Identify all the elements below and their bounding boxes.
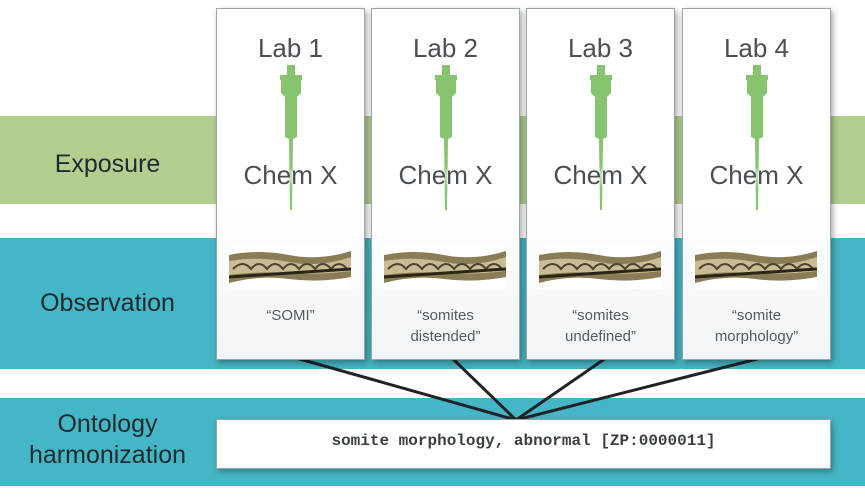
observation-text-value: “SOMI” (266, 307, 315, 324)
pipette-icon (589, 65, 612, 210)
ontology-row-label-text: Ontology harmonization (28, 410, 187, 469)
observation-row-label: Observation (40, 289, 175, 317)
zebrafish-embryo-image (539, 247, 661, 289)
lab-card-3: Lab 3 Chem X “somites undefined” (526, 8, 675, 360)
lab-title: Lab 3 (567, 33, 634, 63)
ontology-term-box: somite morphology, abnormal [ZP:0000011] (216, 419, 831, 469)
observation-text-value: “somite morphology” (714, 307, 799, 345)
lab-title: Lab 2 (412, 33, 479, 63)
ontology-term: somite morphology, abnormal [ZP:0000011] (331, 432, 716, 450)
zebrafish-embryo-image (229, 247, 351, 289)
pipette-icon (434, 65, 457, 210)
ontology-row-label: Ontology harmonization (0, 409, 215, 471)
chemical-label: Chem X (709, 160, 804, 190)
pipette-icon (279, 65, 302, 210)
exposure-row-label: Exposure (54, 150, 161, 178)
observation-text: “somites undefined” (531, 305, 670, 347)
observation-text: “somites distended” (376, 305, 515, 347)
chemical-label: Chem X (553, 160, 648, 190)
zebrafish-embryo-image (384, 247, 506, 289)
observation-text: “SOMI” (221, 305, 360, 326)
lab-title: Lab 1 (257, 33, 324, 63)
lab-card-4: Lab 4 Chem X “somite morphology” (682, 8, 831, 360)
lab-card-2: Lab 2 Chem X “somites distended” (371, 8, 520, 360)
lab-title: Lab 4 (723, 33, 790, 63)
lab-card-1: Lab 1 Chem X “SOMI” (216, 8, 365, 360)
zebrafish-embryo-image (695, 247, 817, 289)
observation-text: “somite morphology” (687, 305, 826, 347)
chemical-label: Chem X (398, 160, 493, 190)
pipette-icon (745, 65, 768, 210)
observation-text-value: “somites undefined” (565, 307, 636, 345)
observation-text-value: “somites distended” (410, 307, 481, 345)
chemical-label: Chem X (243, 160, 338, 190)
